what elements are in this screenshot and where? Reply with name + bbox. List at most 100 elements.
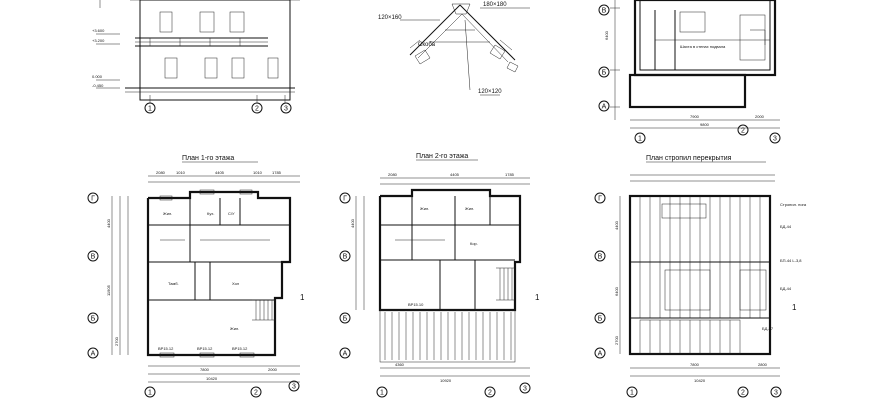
basement-width-dim: 9800	[700, 122, 710, 127]
section-mark: 1	[792, 303, 797, 312]
axis-marker-3	[770, 386, 782, 398]
dim-left-1: 6400	[604, 30, 609, 40]
facade-elevation: +3.600 +3.200 0.000 -0.450 1 2 3	[92, 0, 300, 114]
window-label: ВР15.12	[158, 346, 174, 351]
axis-label: 2	[255, 106, 259, 113]
axis-label: А	[91, 351, 96, 358]
axis-marker-v	[339, 250, 351, 262]
axis-label: Г	[343, 196, 347, 203]
rafter-note: Стропил. нога	[780, 202, 807, 207]
balcony-floor2	[379, 309, 516, 363]
axis-marker-1	[626, 386, 638, 398]
basement-right-dim: 2000	[755, 114, 765, 119]
basement-inner-dim: 7900	[690, 114, 700, 119]
axis-marker-a	[594, 347, 606, 359]
window-label: ВР15.10	[408, 302, 424, 307]
dim: 1010	[176, 170, 186, 175]
title-rafters: План стропил перекрытия	[646, 155, 732, 162]
axis-marker-g	[87, 192, 99, 204]
window-label: ВР15.12	[232, 346, 248, 351]
axis-label: Г	[598, 196, 602, 203]
axis-label: А	[602, 104, 607, 111]
floor2-plan: 2080 4405 1785	[339, 172, 540, 398]
floor1-plan: 2080 1010 4405 1010 1785	[87, 170, 305, 398]
dim: 4400	[106, 218, 111, 228]
dim: 11905	[106, 284, 111, 296]
rafter-plan: Стропил. нога БД-44 БП-44 L-3,8 БД-44 БД…	[594, 174, 807, 398]
axis-label: В	[598, 254, 603, 261]
axis-marker-g	[339, 192, 351, 204]
axis-label: 3	[774, 390, 778, 397]
level-label-3: 0.000	[92, 74, 103, 79]
rafter-lines	[639, 196, 761, 318]
axis-label: 1	[148, 390, 152, 397]
dim: 2080	[388, 172, 398, 177]
beam-label-a: 120×160	[378, 15, 402, 21]
dim: 6400	[614, 286, 619, 296]
dim: 1010	[253, 170, 263, 175]
axis-label: В	[343, 254, 348, 261]
dim: 2080	[156, 170, 166, 175]
dim: 4360	[395, 362, 405, 367]
dim: 2000	[268, 367, 278, 372]
room-label: Хол	[232, 281, 240, 286]
axis-label: В	[91, 254, 96, 261]
axis-marker-2	[250, 386, 262, 398]
axis-marker-g	[594, 192, 606, 204]
dim: 1785	[272, 170, 282, 175]
room-label: Жил.	[420, 206, 429, 211]
dim: 2700	[114, 336, 119, 346]
axis-marker-a	[87, 347, 99, 359]
axis-marker-2	[737, 124, 749, 136]
section-mark: 1	[300, 293, 305, 302]
dim: 4400	[614, 220, 619, 230]
axis-marker-b	[598, 66, 610, 78]
dim: 4405	[450, 172, 460, 177]
ridge-detail: 120×160 180×180 120×120 Скоба	[378, 2, 530, 96]
rafter-note: БД-44	[780, 286, 792, 291]
axis-marker-1	[634, 132, 646, 144]
dim: 10420	[206, 376, 218, 381]
dim: 2800	[758, 362, 768, 367]
axis-label: 2	[488, 390, 492, 397]
axis-marker-3	[769, 132, 781, 144]
axis-marker-3	[288, 380, 300, 392]
axis-marker-v	[594, 250, 606, 262]
axis-label: Б	[598, 316, 603, 323]
stair-floor2	[496, 267, 515, 301]
axis-label: 2	[254, 390, 258, 397]
beam-label-c: 120×120	[478, 89, 502, 95]
room-label: Кор.	[470, 241, 478, 246]
axis-marker-1	[144, 102, 156, 114]
axis-marker-v	[598, 4, 610, 16]
rafter-note: БД-44	[780, 224, 792, 229]
window-label: ВР15.12	[197, 346, 213, 351]
basement-note: Шахта в стенах подвала	[680, 44, 726, 49]
room-label: Жил.	[230, 326, 239, 331]
stair-floor1	[252, 299, 276, 321]
axis-label: Г	[91, 196, 95, 203]
axis-label: 2	[741, 390, 745, 397]
title-floor1: План 1-го этажа	[182, 155, 234, 162]
axis-label: Б	[602, 70, 607, 77]
dim: 10920	[440, 378, 452, 383]
bracket-label: Скоба	[418, 42, 436, 48]
dim: 4405	[215, 170, 225, 175]
axis-marker-2	[251, 102, 263, 114]
axis-label: Б	[91, 316, 96, 323]
axis-marker-1	[376, 386, 388, 398]
axis-label: 3	[284, 106, 288, 113]
beam-label-b: 180×180	[483, 2, 507, 8]
axis-marker-a	[598, 100, 610, 112]
axis-label: В	[602, 8, 607, 15]
axis-label: 3	[773, 136, 777, 143]
title-floor2: План 2-го этажа	[416, 153, 468, 160]
dim: 7800	[690, 362, 700, 367]
rafter-note: БД-27	[762, 326, 774, 331]
axis-marker-a	[339, 347, 351, 359]
axis-label: А	[598, 351, 603, 358]
axis-label: 1	[638, 136, 642, 143]
dim: 1785	[505, 172, 515, 177]
dim: 7800	[200, 367, 210, 372]
